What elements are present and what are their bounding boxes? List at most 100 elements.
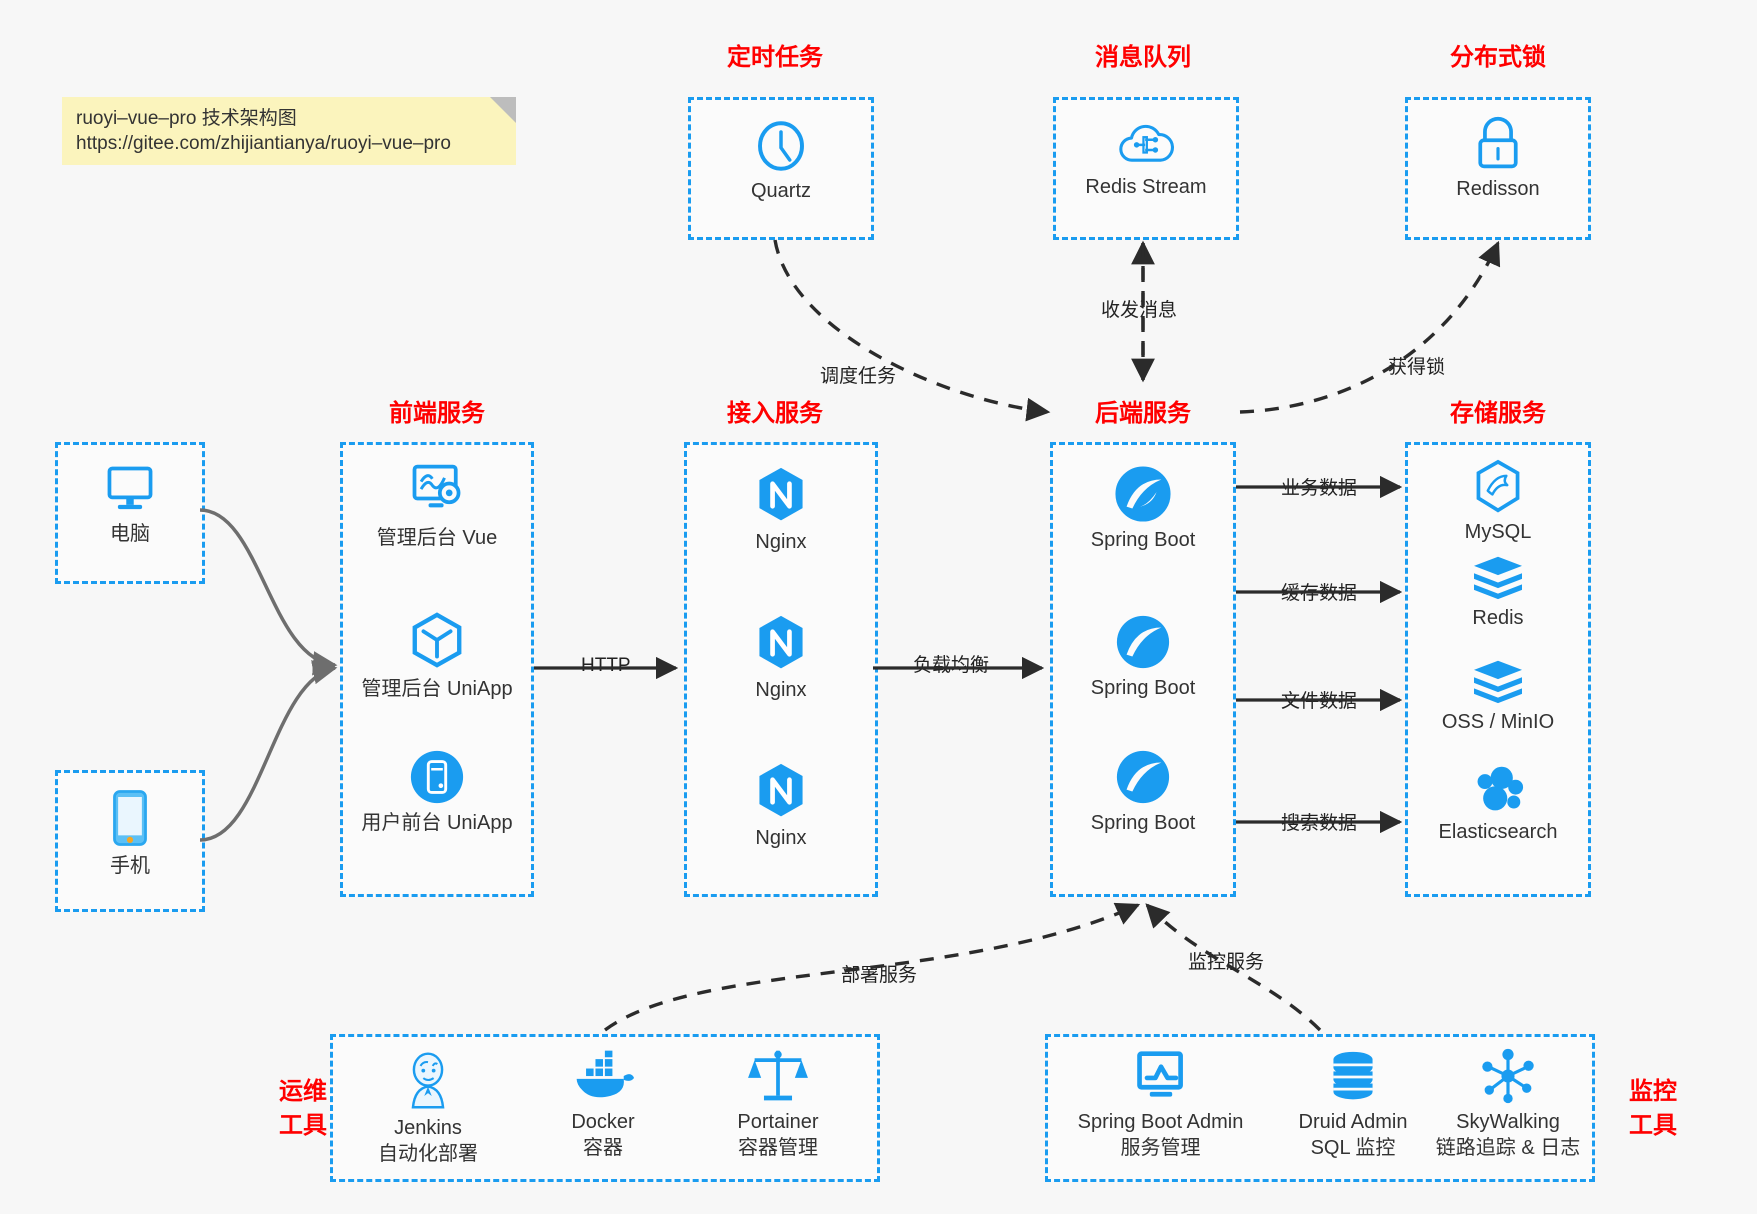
edge-label-schedule-task: 调度任务 [817, 366, 900, 389]
caption-frontend: 前端服务 [389, 400, 485, 427]
portainer-icon [748, 1050, 808, 1101]
edge-label-load-balance: 负载均衡 [910, 655, 993, 678]
node-sublabel: 自动化部署 [378, 1143, 478, 1165]
caption-gateway: 接入服务 [727, 400, 823, 427]
node-spring-boot-2[interactable]: Spring Boot [1053, 613, 1233, 701]
oss-minio-icon [1474, 660, 1522, 704]
edge-label-acquire-lock: 获得锁 [1385, 357, 1449, 380]
node-spring-boot-admin[interactable]: Spring Boot Admin 服务管理 [1053, 1049, 1268, 1161]
node-admin-vue[interactable]: 管理后台 Vue [343, 461, 531, 551]
node-sublabel: 链路追踪 & 日志 [1435, 1137, 1581, 1159]
note-fold-corner [490, 97, 516, 123]
node-label: 用户前台 UniApp [361, 812, 513, 834]
node-label: Spring Boot Admin [1077, 1111, 1244, 1133]
jenkins-icon [411, 1052, 445, 1109]
nginx-icon [759, 467, 803, 521]
group-box-devops[interactable]: Jenkins 自动化部署 Docker 容器 [330, 1034, 880, 1182]
node-nginx-1[interactable]: Nginx [687, 465, 875, 555]
node-redisson[interactable]: Redisson [1408, 114, 1588, 202]
node-oss-minio[interactable]: OSS / MinIO [1408, 657, 1588, 735]
group-box-storage[interactable]: MySQL Redis OSS / MinIO [1405, 442, 1591, 897]
node-nginx-3[interactable]: Nginx [687, 761, 875, 851]
redis-icon [1474, 556, 1522, 600]
node-label: MySQL [1464, 521, 1532, 543]
node-spring-boot-1[interactable]: Spring Boot [1053, 465, 1233, 553]
docker-icon [576, 1050, 635, 1098]
node-label: Spring Boot [1090, 812, 1196, 834]
node-mysql[interactable]: MySQL [1408, 459, 1588, 545]
node-sublabel: 服务管理 [1120, 1137, 1201, 1159]
node-label: Spring Boot [1090, 529, 1196, 551]
lock-icon [1478, 116, 1518, 169]
spring-boot-admin-icon [1136, 1051, 1183, 1097]
node-label: 手机 [110, 855, 150, 877]
edge-label-send-receive-msg: 收发消息 [1098, 300, 1181, 323]
group-box-monitor[interactable]: Spring Boot Admin 服务管理 Druid Admin SQL 监… [1045, 1034, 1595, 1182]
spring-boot-icon [1115, 466, 1171, 522]
node-redis[interactable]: Redis [1408, 553, 1588, 631]
node-docker[interactable]: Docker 容器 [518, 1049, 688, 1161]
node-druid-admin[interactable]: Druid Admin SQL 监控 [1263, 1049, 1443, 1161]
clock-icon [758, 121, 804, 171]
elasticsearch-icon [1477, 766, 1524, 811]
node-elasticsearch[interactable]: Elasticsearch [1408, 763, 1588, 845]
node-spring-boot-3[interactable]: Spring Boot [1053, 748, 1233, 836]
cloud-stream-icon [1119, 124, 1174, 162]
node-label: Druid Admin [1298, 1111, 1408, 1133]
group-box-frontend[interactable]: 管理后台 Vue 管理后台 UniApp 用户前台 UniApp [340, 442, 534, 897]
caption-backend: 后端服务 [1095, 400, 1191, 427]
caption-storage: 存储服务 [1450, 400, 1546, 427]
caption-devops-line2: 工具 [279, 1112, 327, 1139]
group-box-client-phone[interactable]: 手机 [55, 770, 205, 912]
group-box-scheduler[interactable]: Quartz [688, 97, 874, 240]
note-line-2: https://gitee.com/zhijiantianya/ruoyi–vu… [76, 133, 451, 154]
druid-db-icon [1333, 1051, 1373, 1100]
node-portainer[interactable]: Portainer 容器管理 [693, 1047, 863, 1161]
node-label: Nginx [755, 827, 807, 849]
caption-lock: 分布式锁 [1450, 44, 1546, 71]
nginx-icon [759, 615, 803, 669]
node-label: Redis Stream [1085, 176, 1207, 198]
group-box-client-desktop[interactable]: 电脑 [55, 442, 205, 584]
node-label: 电脑 [110, 523, 150, 545]
dashboard-vue-icon [412, 464, 461, 508]
node-admin-uniapp[interactable]: 管理后台 UniApp [343, 610, 531, 702]
group-box-lock[interactable]: Redisson [1405, 97, 1591, 240]
edge-label-http: HTTP [578, 655, 634, 678]
node-sublabel: 容器管理 [738, 1137, 818, 1159]
spring-boot-icon [1116, 750, 1170, 804]
edge-label-monitor-service: 监控服务 [1185, 952, 1268, 975]
node-desktop[interactable]: 电脑 [58, 461, 202, 547]
node-user-uniapp[interactable]: 用户前台 UniApp [343, 748, 531, 836]
group-box-backend[interactable]: Spring Boot Spring Boot Spring Boot [1050, 442, 1236, 897]
nginx-icon [759, 763, 803, 817]
node-quartz[interactable]: Quartz [691, 118, 871, 204]
note-line-1: ruoyi–vue–pro 技术架构图 [76, 108, 297, 129]
edge-label-deploy-service: 部署服务 [838, 965, 921, 988]
caption-scheduler: 定时任务 [727, 44, 823, 71]
node-sublabel: SQL 监控 [1310, 1137, 1396, 1159]
node-label: OSS / MinIO [1441, 711, 1555, 733]
node-label: Redis [1472, 607, 1524, 629]
node-label: Redisson [1456, 178, 1540, 200]
node-label: Nginx [755, 679, 807, 701]
node-label: 管理后台 Vue [376, 527, 498, 549]
note-card: ruoyi–vue–pro 技术架构图 https://gitee.com/zh… [62, 97, 516, 165]
node-skywalking[interactable]: SkyWalking 链路追踪 & 日志 [1418, 1047, 1598, 1161]
node-label: Portainer [737, 1111, 819, 1133]
node-label: Nginx [755, 531, 807, 553]
node-nginx-2[interactable]: Nginx [687, 613, 875, 703]
phone-icon [113, 790, 147, 846]
group-box-mq[interactable]: Redis Stream [1053, 97, 1239, 240]
caption-mq: 消息队列 [1095, 44, 1191, 71]
desktop-icon [107, 466, 153, 510]
mobile-app-icon [410, 750, 464, 804]
node-jenkins[interactable]: Jenkins 自动化部署 [343, 1049, 513, 1167]
node-phone[interactable]: 手机 [58, 787, 202, 879]
caption-monitor-line1: 监控 [1629, 1078, 1677, 1105]
node-redis-stream[interactable]: Redis Stream [1056, 118, 1236, 200]
uniapp-cube-icon [412, 612, 462, 668]
node-label: Elasticsearch [1438, 821, 1558, 843]
